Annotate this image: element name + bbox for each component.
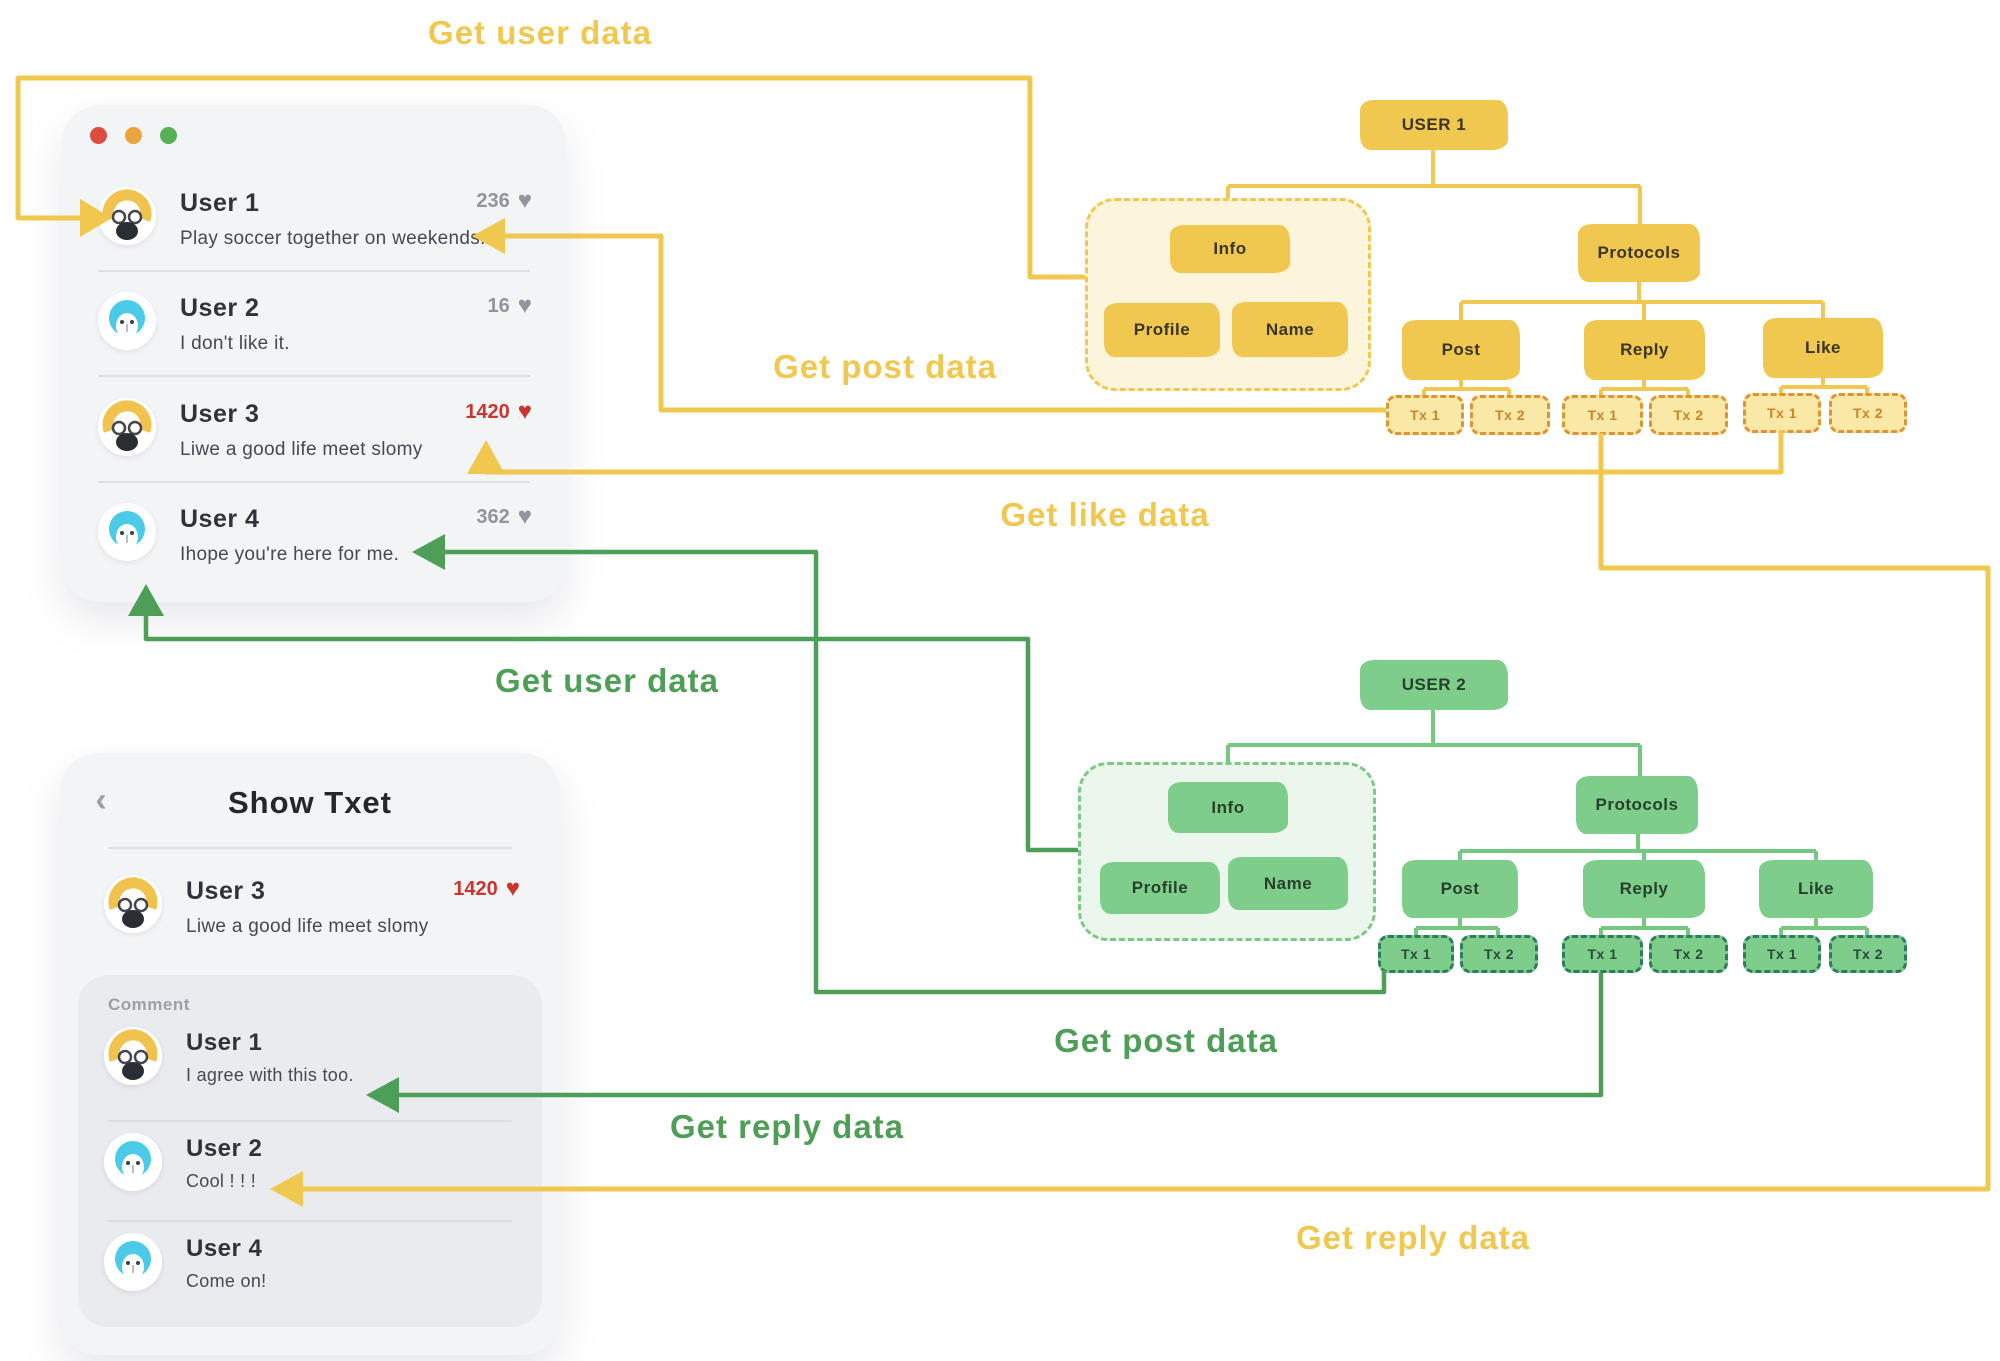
feed-row-user4: User 4 362 ♥ Ihope you're here for me. [98, 503, 532, 566]
tree-user1-like-node: Like [1763, 318, 1883, 378]
tree-user1-name-node: Name [1232, 302, 1348, 357]
tree-user2-protocols-node: Protocols [1576, 776, 1698, 834]
avatar-user1 [98, 187, 156, 245]
tree-user2-info-node: Info [1168, 782, 1288, 833]
user-name: User 3 [186, 877, 266, 905]
avatar-user3 [104, 875, 162, 933]
tree-user2-post-tx1-node: Tx 1 [1378, 935, 1454, 973]
feed-row-user2: User 2 16 ♥ I don't like it. [98, 292, 532, 355]
tree-user2-profile-node: Profile [1100, 862, 1220, 914]
avatar-user2 [104, 1133, 162, 1191]
user-name: User 2 [186, 1135, 263, 1162]
heart-icon: ♥ [517, 503, 532, 530]
comment-section: Comment User 1 I agree with this too. [78, 975, 542, 1327]
page-title: Show Txet [227, 785, 392, 820]
tree-user1-post-node: Post [1402, 320, 1520, 380]
avatar-user4 [104, 1233, 162, 1291]
tree-user1-info-node: Info [1170, 225, 1290, 273]
divider [108, 1220, 512, 1222]
tree-user1-post-tx1-node: Tx 1 [1386, 395, 1464, 435]
tree-user1-reply-node: Reply [1584, 320, 1705, 380]
heart-icon: ♥ [517, 292, 532, 319]
tree-user2-post-tx2-node: Tx 2 [1460, 935, 1538, 973]
like-counter[interactable]: 362 ♥ [476, 503, 532, 530]
like-counter[interactable]: 1420 ♥ [465, 398, 532, 425]
label-get-post-data-green: Get post data [1054, 1022, 1278, 1059]
post-message: I don't like it. [180, 333, 290, 354]
heart-icon: ♥ [517, 187, 532, 214]
window-dot-red-icon[interactable] [90, 127, 107, 144]
comment-message: Come on! [186, 1271, 267, 1291]
comment-row-user2: User 2 Cool ! ! ! [104, 1133, 516, 1192]
tree-user2-like-tx2-node: Tx 2 [1829, 935, 1907, 973]
back-chevron-icon[interactable]: ‹ [95, 781, 107, 819]
post-message: Liwe a good life meet slomy [180, 439, 423, 460]
user-name: User 4 [180, 505, 260, 533]
label-get-user-data-yellow: Get user data [428, 14, 652, 51]
tree-user2-like-tx1-node: Tx 1 [1743, 935, 1821, 973]
comment-message: I agree with this too. [186, 1065, 354, 1085]
heart-icon: ♥ [517, 398, 532, 425]
label-get-reply-data-green: Get reply data [669, 1108, 905, 1145]
tree-user1-post-tx2-node: Tx 2 [1470, 395, 1550, 435]
window-controls [90, 127, 177, 144]
feed-window: User 1 236 ♥ Play soccer together on wee… [62, 105, 566, 602]
post-message: Ihope you're here for me. [180, 544, 400, 565]
tree-user2-reply-tx2-node: Tx 2 [1649, 935, 1728, 973]
heart-icon: ♥ [505, 875, 520, 902]
user-name: User 3 [180, 400, 260, 428]
feed-row-user3: User 3 1420 ♥ Liwe a good life meet slom… [98, 398, 532, 461]
user-name: User 1 [186, 1029, 263, 1056]
tree-user2-like-node: Like [1759, 860, 1873, 918]
avatar-user3 [98, 398, 156, 456]
tree-user2-post-node: Post [1402, 860, 1518, 918]
post-message: Liwe a good life meet slomy [186, 916, 429, 937]
feed-row-user1: User 1 236 ♥ Play soccer together on wee… [98, 187, 532, 250]
user-name: User 1 [180, 189, 260, 217]
window-dot-orange-icon[interactable] [125, 127, 142, 144]
label-get-like-data-yellow: Get like data [1000, 496, 1210, 533]
post-detail-window: ‹ Show Txet User 3 1420 ♥ Liwe a good li… [60, 753, 560, 1355]
divider [98, 481, 530, 483]
tree-user1-like-tx1-node: Tx 1 [1743, 393, 1821, 433]
label-get-user-data-green: Get user data [495, 662, 719, 699]
like-counter[interactable]: 236 ♥ [476, 187, 532, 214]
avatar-user1 [104, 1027, 162, 1085]
comment-row-user1: User 1 I agree with this too. [104, 1027, 516, 1086]
comment-row-user4: User 4 Come on! [104, 1233, 516, 1292]
divider [98, 375, 530, 377]
tree-user2-reply-tx1-node: Tx 1 [1562, 935, 1643, 973]
divider [98, 270, 530, 272]
tree-user1-reply-tx2-node: Tx 2 [1649, 395, 1728, 435]
detail-post-row: User 3 1420 ♥ Liwe a good life meet slom… [104, 875, 520, 938]
tree-user1-protocols-node: Protocols [1578, 224, 1700, 282]
tree-user1-root-node: USER 1 [1360, 100, 1508, 150]
user-name: User 4 [186, 1235, 263, 1262]
comment-section-label: Comment [108, 995, 190, 1014]
avatar-user4 [98, 503, 156, 561]
tree-user1-profile-node: Profile [1104, 303, 1220, 357]
avatar-user2 [98, 292, 156, 350]
user-name: User 2 [180, 294, 260, 322]
comment-message: Cool ! ! ! [186, 1171, 257, 1191]
divider [108, 1120, 512, 1122]
tree-user2-root-node: USER 2 [1360, 660, 1508, 710]
label-get-post-data-yellow: Get post data [773, 348, 997, 385]
tree-user2-reply-node: Reply [1583, 860, 1705, 918]
label-get-reply-data-yellow: Get reply data [1295, 1219, 1531, 1256]
post-message: Play soccer together on weekends. [180, 228, 486, 249]
tree-user2-name-node: Name [1228, 857, 1348, 910]
tree-user1-like-tx2-node: Tx 2 [1829, 393, 1907, 433]
divider [108, 847, 512, 849]
like-counter[interactable]: 1420 ♥ [453, 875, 520, 902]
like-counter[interactable]: 16 ♥ [487, 292, 533, 319]
tree-user1-reply-tx1-node: Tx 1 [1562, 395, 1643, 435]
window-dot-green-icon[interactable] [160, 127, 177, 144]
